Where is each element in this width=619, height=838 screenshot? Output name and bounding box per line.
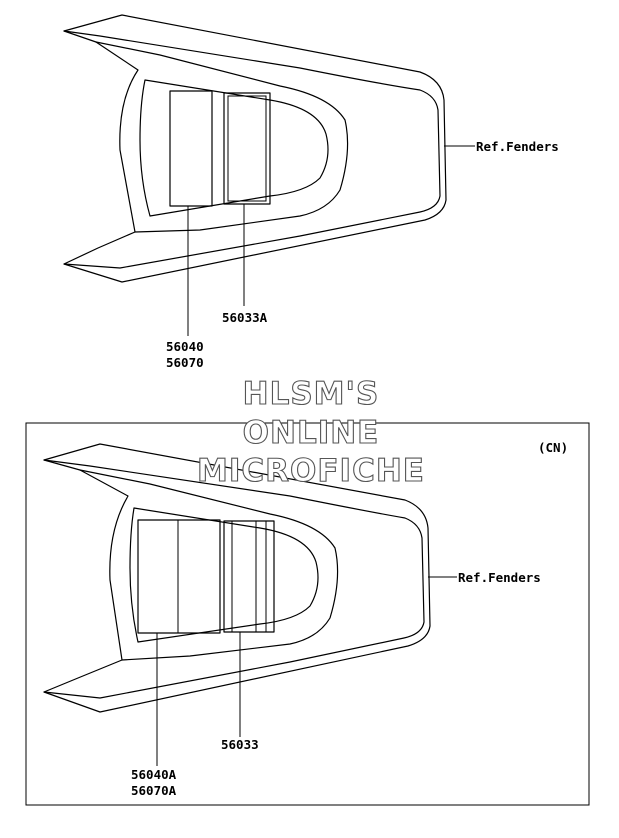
- bottom-part-56040a-label: 56040A: [131, 767, 177, 782]
- top-fender-cavity-inner: [139, 79, 329, 217]
- top-fender-inner-cavity: [95, 41, 349, 233]
- decal-56040-top: [169, 90, 213, 207]
- bottom-part-56033-label: 56033: [221, 737, 259, 752]
- bottom-fender-outer-outline: [43, 443, 431, 713]
- top-part-56033a-label: 56033A: [222, 310, 268, 325]
- top-part-56040-label: 56040: [166, 339, 204, 354]
- watermark-line-2: ONLINE: [243, 415, 380, 451]
- decal-56033a-top: [223, 92, 271, 205]
- bottom-fender-cavity-inner: [129, 507, 319, 643]
- top-part-56070-label: 56070: [166, 355, 204, 370]
- bottom-fender-drawing: [43, 443, 457, 766]
- top-ref-fenders-label: Ref.Fenders: [476, 139, 559, 154]
- watermark: HLSM'S ONLINE MICROFICHE: [196, 375, 425, 489]
- watermark-line-3: MICROFICHE: [197, 453, 425, 489]
- cn-variant-frame: [25, 422, 590, 806]
- decal-56033a-top-inner: [227, 95, 267, 202]
- top-fender-upper-edge: [63, 30, 441, 269]
- decal-56033-bottom: [223, 520, 275, 633]
- top-fender-drawing: [63, 14, 475, 336]
- bottom-fender-inner-cavity: [79, 469, 339, 661]
- cn-region-tag: (CN): [538, 440, 568, 455]
- bottom-fender-upper-edge: [43, 459, 425, 699]
- bottom-ref-fenders-label: Ref.Fenders: [458, 570, 541, 585]
- top-fender-outer-outline: [63, 14, 447, 283]
- decal-56040a-bottom: [137, 519, 221, 634]
- watermark-line-1: HLSM'S: [243, 376, 380, 412]
- bottom-part-56070a-label: 56070A: [131, 783, 177, 798]
